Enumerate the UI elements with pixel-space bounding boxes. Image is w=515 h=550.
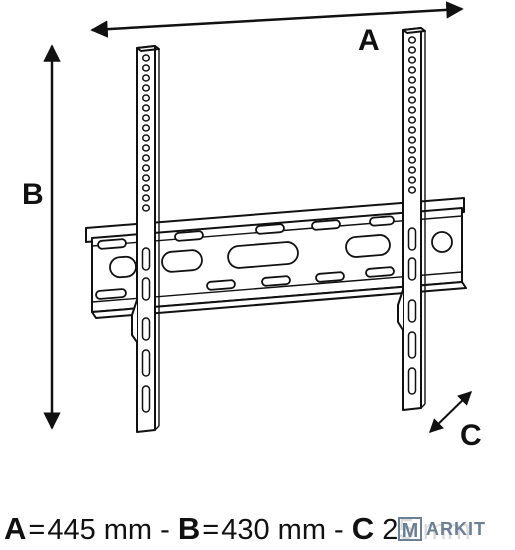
dimension-label-c: C [460,419,482,452]
caption-b-key: B [177,511,201,546]
wall-mount-bracket-icon [85,27,467,433]
caption-a-equals: = [28,514,46,546]
right-vertical-arm [397,27,426,411]
caption-c-key: C [351,511,375,546]
caption-separator-1: - [160,514,170,546]
left-vertical-arm [131,45,160,433]
caption-a-value: 445 mm [47,514,153,546]
caption-separator-2: - [334,514,344,546]
watermark-logo: M ARKIT [398,514,510,544]
watermark-text: ARKIT [426,518,486,539]
dimension-label-a: A [358,24,380,57]
dimension-label-b: B [22,178,44,211]
dimension-arrow-c-icon [428,391,473,433]
dimension-arrow-a-icon [90,1,464,38]
wall-mount-diagram [43,1,473,433]
caption-b-equals: = [202,514,220,546]
caption-b-value: 430 mm [221,514,326,546]
rail-bottom-lip [91,281,467,319]
left-arm-holes [141,54,151,413]
caption-a-key: A [4,511,27,546]
watermark-m-icon: M [398,517,422,542]
right-arm-holes [407,36,417,395]
rail-slots [95,215,453,300]
